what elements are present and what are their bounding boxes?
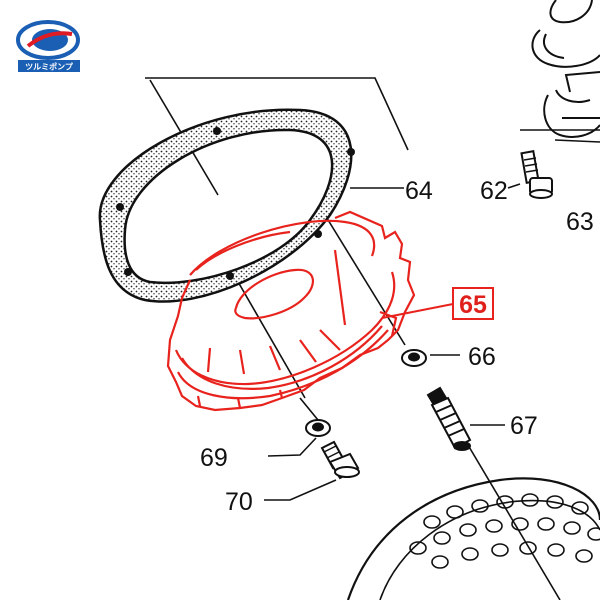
callout-70[interactable]: 70	[225, 488, 253, 516]
strainer-drawing	[346, 477, 600, 600]
part-63-drawing	[520, 0, 600, 143]
callout-63[interactable]: 63	[566, 208, 594, 236]
part-62-bolt	[520, 150, 553, 199]
part-65-highlighted	[166, 210, 416, 412]
gasket-ring-64	[98, 108, 355, 303]
callout-62[interactable]: 62	[480, 177, 508, 205]
tsurumi-logo: ツルミポンプ	[16, 20, 80, 72]
callout-66[interactable]: 66	[468, 343, 496, 371]
part-67-stud	[426, 386, 472, 451]
logo-text: ツルミポンプ	[25, 62, 74, 72]
callout-69[interactable]: 69	[200, 444, 228, 472]
part-69-washer	[305, 419, 331, 437]
callout-65[interactable]: 65	[459, 291, 487, 319]
callout-65-leader	[381, 303, 454, 319]
callout-65-box[interactable]: 65	[381, 287, 494, 320]
part-66-washer	[401, 349, 427, 367]
part-70-bolt	[320, 440, 360, 480]
callout-67[interactable]: 67	[510, 412, 538, 440]
callout-64[interactable]: 64	[405, 177, 433, 205]
